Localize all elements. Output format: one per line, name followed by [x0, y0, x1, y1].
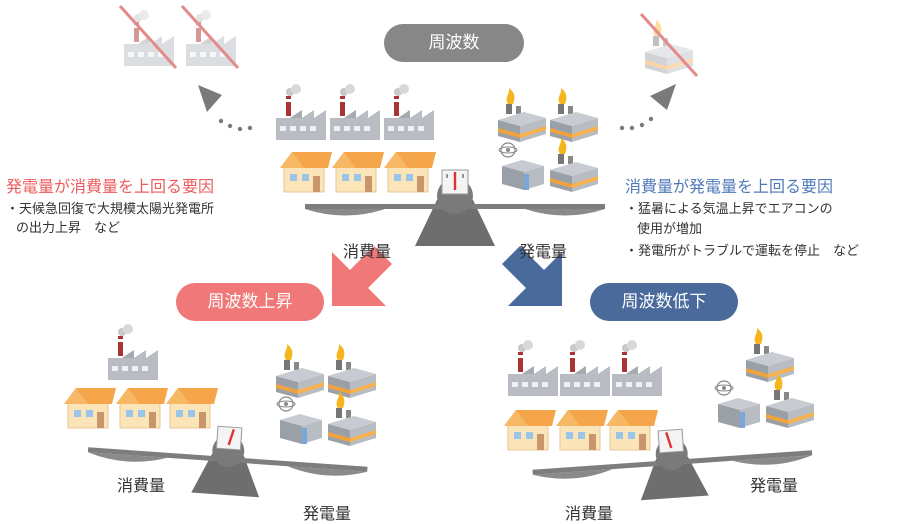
frequency-badge: 周波数: [384, 24, 524, 62]
crossed-factory-icon-2: [182, 6, 238, 68]
center-consumption-label: 消費量: [343, 242, 392, 261]
dotted-arrow-left-icon: [198, 85, 253, 132]
center-houses: [279, 151, 437, 193]
frequency-rise-badge: 周波数上昇: [176, 283, 324, 321]
center-plants: [498, 88, 598, 192]
crossed-plant-icon: [641, 14, 697, 76]
red-arrow-icon: [332, 246, 392, 306]
left-consumption-label: 消費量: [117, 476, 166, 495]
left-cause-line-1: ・天候急回復で大規模太陽光発電所: [6, 202, 215, 217]
right-cause-line-1: ・猛暑による気温上昇でエアコンの: [625, 202, 833, 217]
left-generation-label: 発電量: [303, 504, 352, 523]
right-cause-line-2: 使用が増加: [637, 222, 703, 237]
right-generation-label: 発電量: [750, 476, 799, 495]
left-scale-icon: [87, 425, 368, 498]
right-consumption-label: 消費量: [565, 504, 614, 523]
center-factories: [276, 84, 434, 140]
right-cause-title: 消費量が発電量を上回る要因: [625, 177, 834, 196]
left-cause-title: 発電量が消費量を上回る要因: [6, 177, 215, 196]
right-scale-icon: [532, 428, 813, 501]
crossed-factory-icon-1: [120, 6, 176, 68]
dotted-arrow-right-icon: [619, 84, 676, 131]
left-cause-line-2: の出力上昇 など: [16, 221, 121, 236]
right-cause-line-3: ・発電所がトラブルで運転を停止 など: [625, 244, 860, 259]
blue-arrow-icon: [502, 246, 562, 306]
center-generation-label: 発電量: [519, 242, 568, 261]
frequency-fall-badge: 周波数低下: [590, 283, 738, 321]
